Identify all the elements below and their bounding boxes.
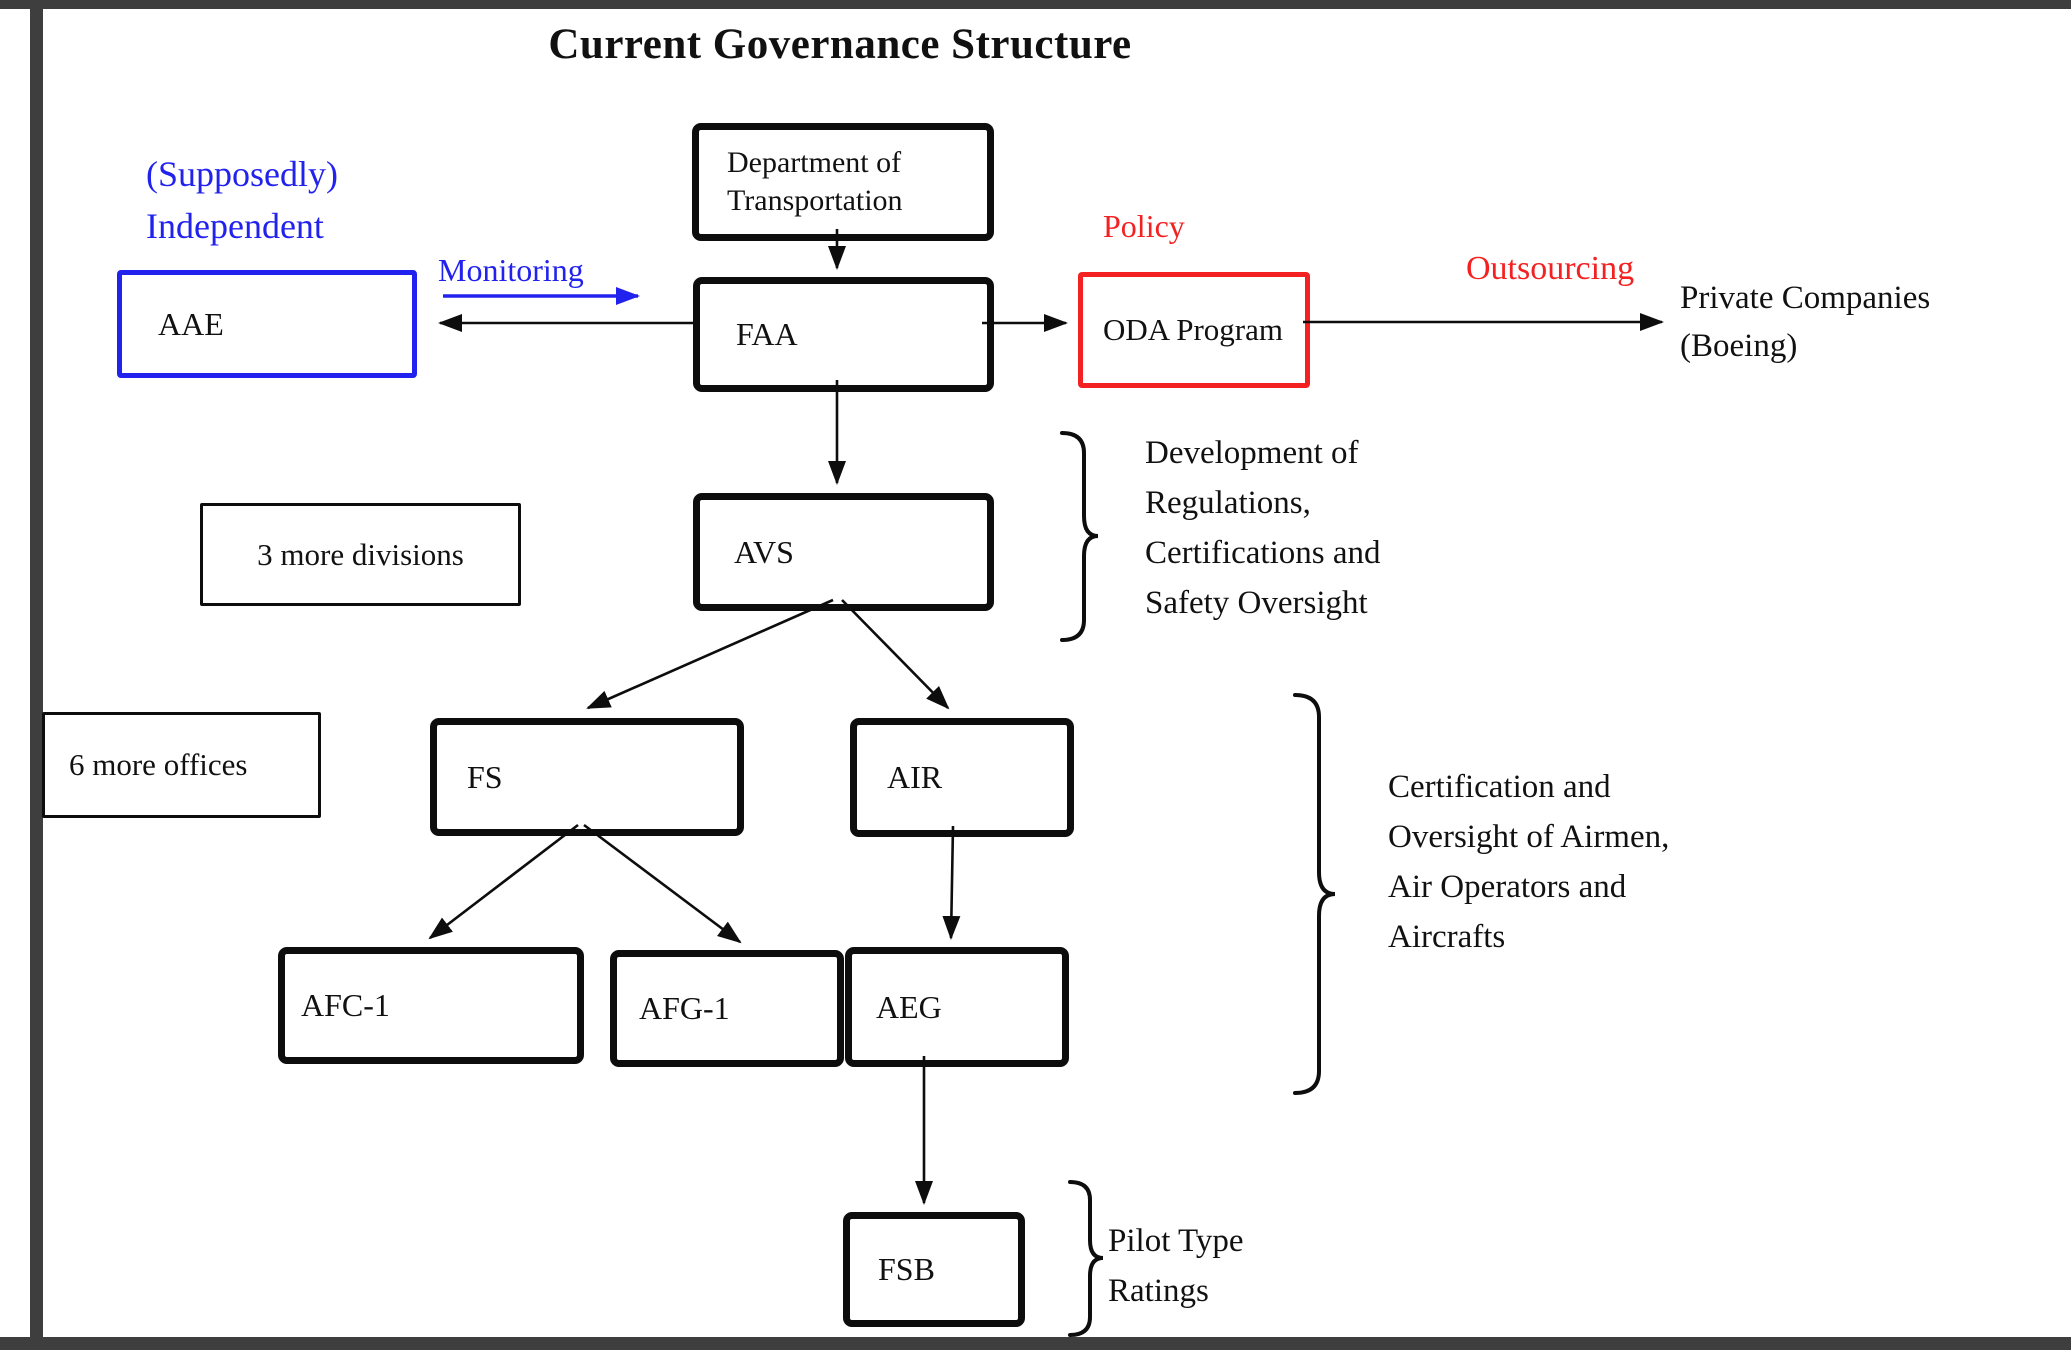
node-oda-program: ODA Program bbox=[1078, 272, 1310, 388]
note-3-more-divisions: 3 more divisions bbox=[200, 503, 521, 606]
label-supposedly-independent: (Supposedly) Independent bbox=[146, 154, 338, 246]
node-label: FSB bbox=[878, 1251, 935, 1287]
page-title: Current Governance Structure bbox=[548, 21, 1132, 68]
label-policy: Policy bbox=[1103, 208, 1185, 244]
arrow-avs-to-air bbox=[841, 599, 950, 710]
node-label: Department of Transportation bbox=[727, 146, 903, 217]
node-label: AIR bbox=[887, 759, 943, 795]
arrow-fs-to-afg-1 bbox=[583, 823, 742, 944]
frame-top-bar bbox=[0, 0, 2071, 9]
arrow-air-to-aeg bbox=[942, 825, 961, 940]
node-label: AFG-1 bbox=[639, 990, 730, 1026]
node-avs: AVS bbox=[693, 493, 994, 611]
node-label: FAA bbox=[736, 316, 798, 352]
brace-certification-role bbox=[1293, 693, 1336, 1095]
node-label: FS bbox=[467, 758, 503, 795]
node-label: ODA Program bbox=[1103, 312, 1283, 347]
label-certification-role: Certification and Oversight of Airmen, A… bbox=[1388, 769, 1670, 955]
node-faa: FAA bbox=[693, 277, 994, 392]
node-aae: AAE bbox=[117, 270, 417, 378]
node-aeg: AEG bbox=[845, 947, 1069, 1067]
label-fsb-role: Pilot Type Ratings bbox=[1108, 1223, 1244, 1309]
node-afc-1: AFC-1 bbox=[278, 947, 584, 1064]
node-afg-1: AFG-1 bbox=[610, 950, 844, 1067]
note-label: 3 more divisions bbox=[257, 536, 464, 572]
label-avs-role: Development of Regulations, Certificatio… bbox=[1145, 435, 1381, 621]
label-private-companies: Private Companies (Boeing) bbox=[1680, 280, 1931, 364]
brace-avs-role bbox=[1060, 431, 1099, 642]
label-monitoring: Monitoring bbox=[438, 252, 584, 288]
node-air: AIR bbox=[850, 718, 1074, 837]
arrow-avs-to-fs bbox=[586, 598, 834, 710]
node-fs: FS bbox=[430, 718, 744, 836]
node-label: AVS bbox=[734, 533, 794, 570]
frame-bottom-bar bbox=[0, 1337, 2071, 1350]
node-label: AFC-1 bbox=[301, 987, 390, 1023]
note-6-more-offices: 6 more offices bbox=[42, 712, 321, 818]
label-outsourcing: Outsourcing bbox=[1466, 250, 1635, 287]
node-fsb: FSB bbox=[843, 1212, 1025, 1327]
frame-left-bar bbox=[30, 0, 43, 1350]
node-department-of-transportation: Department of Transportation bbox=[692, 123, 994, 241]
node-label: AEG bbox=[876, 988, 942, 1025]
note-label: 6 more offices bbox=[69, 747, 248, 782]
node-label: AAE bbox=[158, 305, 224, 342]
brace-fsb-role bbox=[1068, 1180, 1104, 1337]
arrow-fs-to-afc-1 bbox=[428, 823, 579, 940]
